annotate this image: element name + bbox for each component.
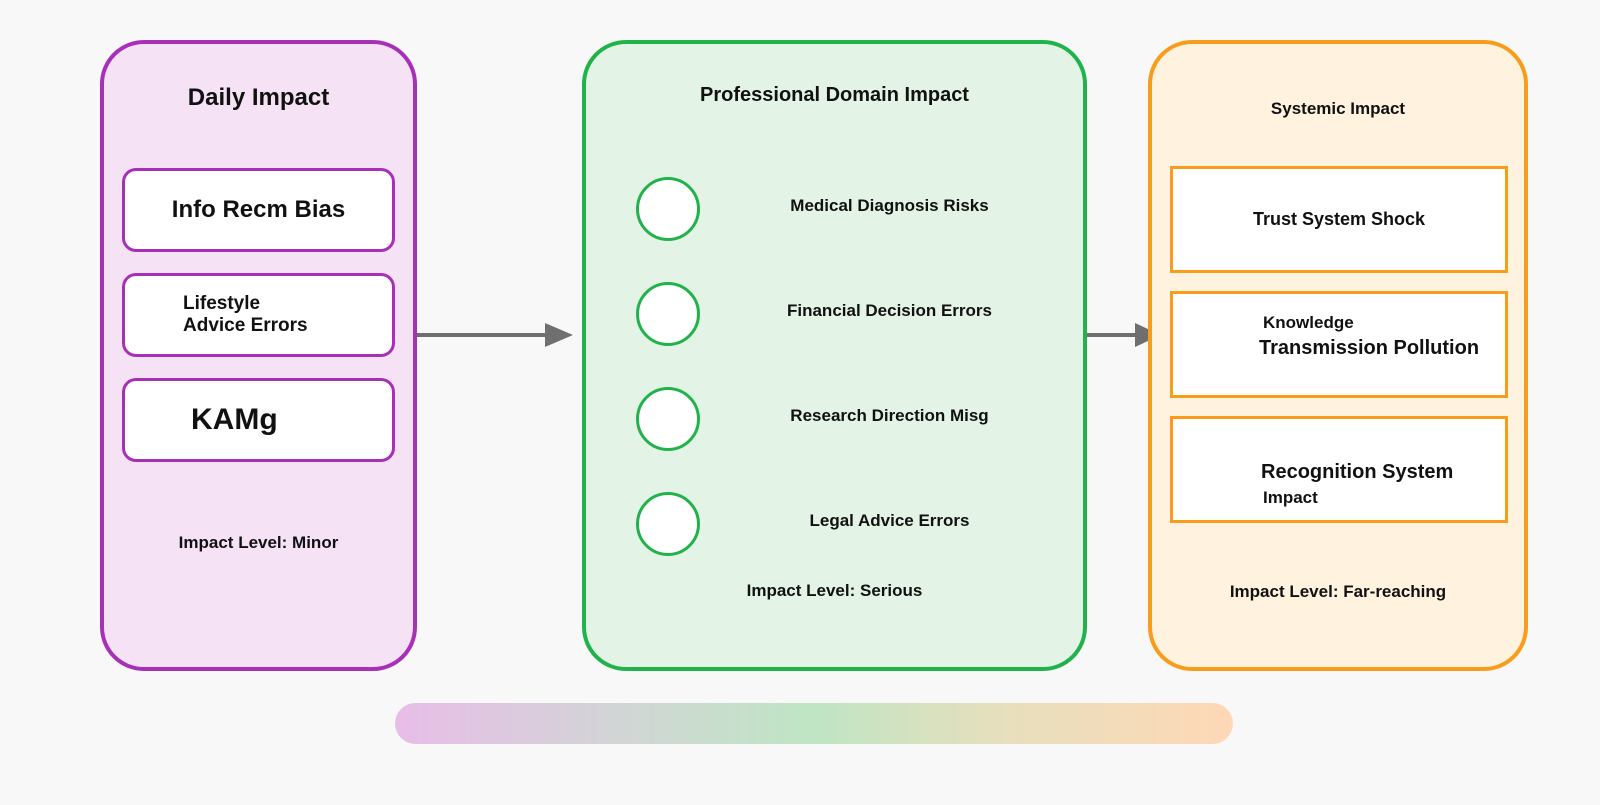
trust-system-shock-box: Trust System Shock (1170, 166, 1508, 273)
circle-icon (636, 282, 700, 346)
professional-domain-title: Professional Domain Impact (700, 84, 969, 106)
medical-diagnosis-risks-label: Medical Diagnosis Risks (790, 196, 989, 215)
info-recm-bias-label: Info Recm Bias (171, 196, 346, 223)
list-item: Medical Diagnosis Risks (586, 177, 1083, 243)
impact-label: Impact (1263, 488, 1318, 507)
daily-impact-panel: Daily Impact Info Recm Bias Lifestyle Ad… (100, 40, 417, 671)
transmission-pollution-label: Transmission Pollution (1259, 337, 1480, 359)
list-item: Research Direction Misg (586, 387, 1083, 453)
kamg-label: KAMg (191, 403, 278, 436)
lifestyle-advice-errors-box: Lifestyle Advice Errors (122, 273, 395, 357)
daily-impact-title: Daily Impact (187, 84, 330, 111)
financial-decision-errors-label: Financial Decision Errors (786, 301, 992, 320)
lifestyle-advice-errors-label: Lifestyle Advice Errors (183, 293, 308, 336)
professional-impact-level: Impact Level: Serious (746, 581, 923, 600)
systemic-impact-title: Systemic Impact (1270, 99, 1406, 118)
circle-icon (636, 492, 700, 556)
impact-gradient-bar (395, 703, 1233, 744)
daily-impact-level: Impact Level: Minor (178, 533, 339, 552)
recognition-system-impact-box: Recognition System Impact (1170, 416, 1508, 523)
professional-domain-panel: Professional Domain Impact Medical Diagn… (582, 40, 1087, 671)
info-recm-bias-box: Info Recm Bias (122, 168, 395, 252)
arrow-right-icon (417, 323, 573, 347)
legal-advice-errors-label: Legal Advice Errors (809, 511, 970, 530)
list-item: Financial Decision Errors (586, 282, 1083, 348)
kamg-box: KAMg (122, 378, 395, 462)
list-item: Legal Advice Errors (586, 492, 1083, 558)
knowledge-transmission-pollution-box: Knowledge Transmission Pollution (1170, 291, 1508, 398)
research-direction-misg-label: Research Direction Misg (790, 406, 989, 425)
recognition-system-label: Recognition System (1261, 461, 1454, 483)
systemic-impact-panel: Systemic Impact Trust System Shock Knowl… (1148, 40, 1528, 671)
circle-icon (636, 177, 700, 241)
knowledge-label: Knowledge (1263, 313, 1354, 332)
trust-system-shock-label: Trust System Shock (1252, 209, 1426, 229)
systemic-impact-level: Impact Level: Far-reaching (1229, 582, 1447, 601)
circle-icon (636, 387, 700, 451)
